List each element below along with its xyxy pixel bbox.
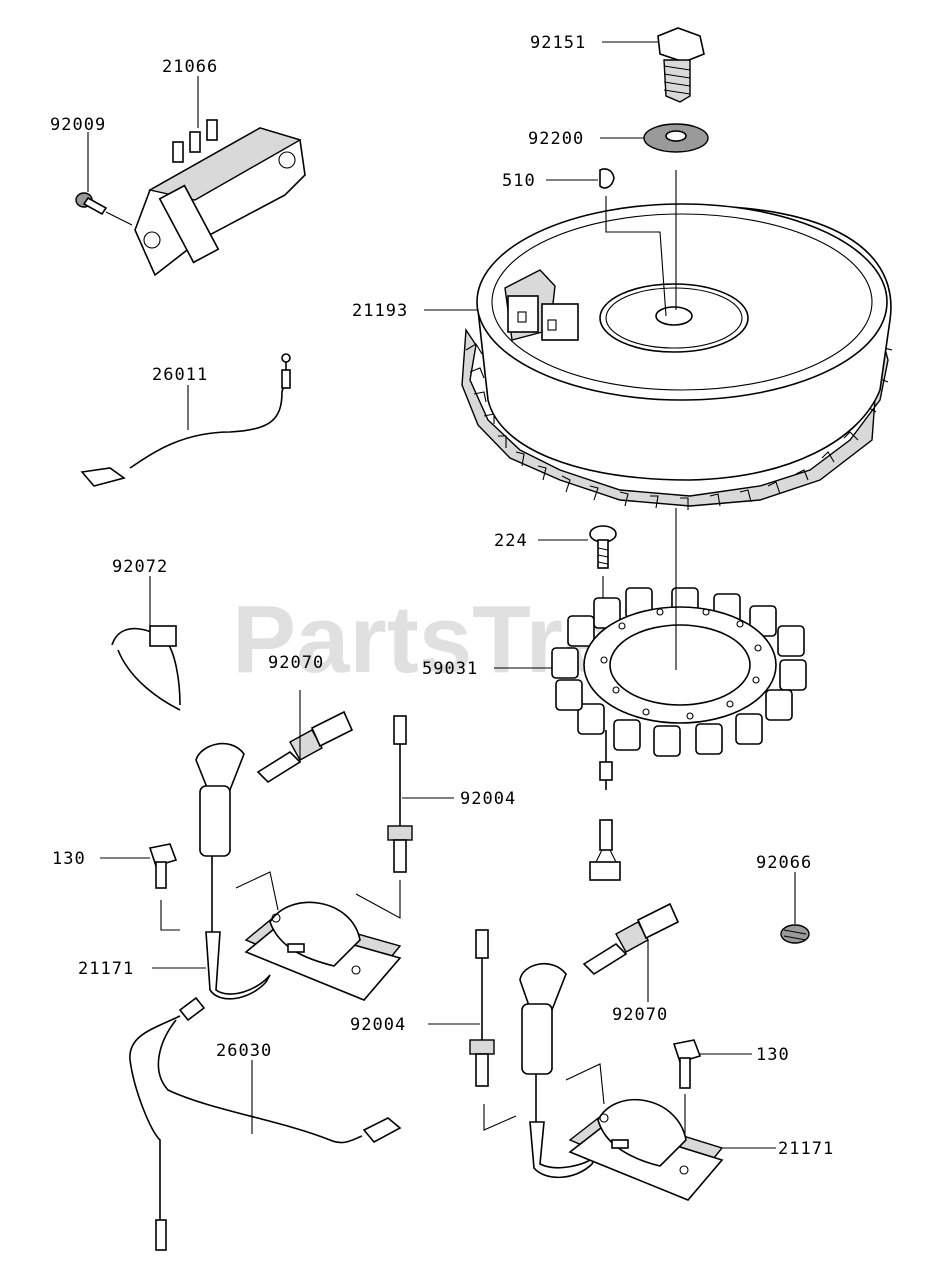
- spark-plug-92070-upper[interactable]: [256, 690, 354, 784]
- bolt-130-left[interactable]: [148, 843, 180, 931]
- lead-wire-26011[interactable]: [80, 353, 291, 487]
- part-label-26030: 26030: [216, 1041, 272, 1061]
- key-510[interactable]: [599, 168, 615, 189]
- part-label-21066: 21066: [162, 57, 218, 77]
- washer-92200[interactable]: [643, 123, 709, 153]
- part-label-92009: 92009: [50, 115, 106, 135]
- stud-92004-lower[interactable]: [469, 929, 495, 1087]
- part-label-224: 224: [494, 531, 528, 551]
- part-label-92004-lower: 92004: [350, 1015, 406, 1035]
- part-label-92070-upper: 92070: [268, 653, 324, 673]
- spark-plug-92070-lower[interactable]: [582, 902, 680, 1002]
- part-label-130-right: 130: [756, 1045, 790, 1065]
- regulator-21066[interactable]: [134, 119, 306, 277]
- ignition-coil-21171-right[interactable]: [483, 963, 724, 1201]
- part-label-130-left: 130: [52, 849, 86, 869]
- flywheel-21193[interactable]: [461, 203, 893, 510]
- part-label-92200: 92200: [528, 129, 584, 149]
- stator-59031[interactable]: [551, 508, 807, 881]
- part-label-510: 510: [502, 171, 536, 191]
- part-label-26011: 26011: [152, 365, 208, 385]
- part-label-92151: 92151: [530, 33, 586, 53]
- bolt-92151[interactable]: [657, 27, 705, 103]
- screw-92009[interactable]: [75, 192, 133, 226]
- part-label-21171-right: 21171: [778, 1139, 834, 1159]
- stator-bolt-holes: [600, 608, 762, 720]
- ignition-coil-21171-left[interactable]: [195, 742, 402, 1001]
- clamp-92072[interactable]: [111, 625, 181, 711]
- part-label-21193: 21193: [352, 301, 408, 321]
- fitting-92066[interactable]: [780, 924, 810, 944]
- part-label-21171-left: 21171: [78, 959, 134, 979]
- part-label-92070-lower: 92070: [612, 1005, 668, 1025]
- part-label-92004-upper: 92004: [460, 789, 516, 809]
- lead-wire-26030[interactable]: [129, 996, 402, 1251]
- part-label-92066: 92066: [756, 853, 812, 873]
- stud-92004-upper[interactable]: [387, 715, 413, 873]
- part-label-92072: 92072: [112, 557, 168, 577]
- part-label-59031: 59031: [422, 659, 478, 679]
